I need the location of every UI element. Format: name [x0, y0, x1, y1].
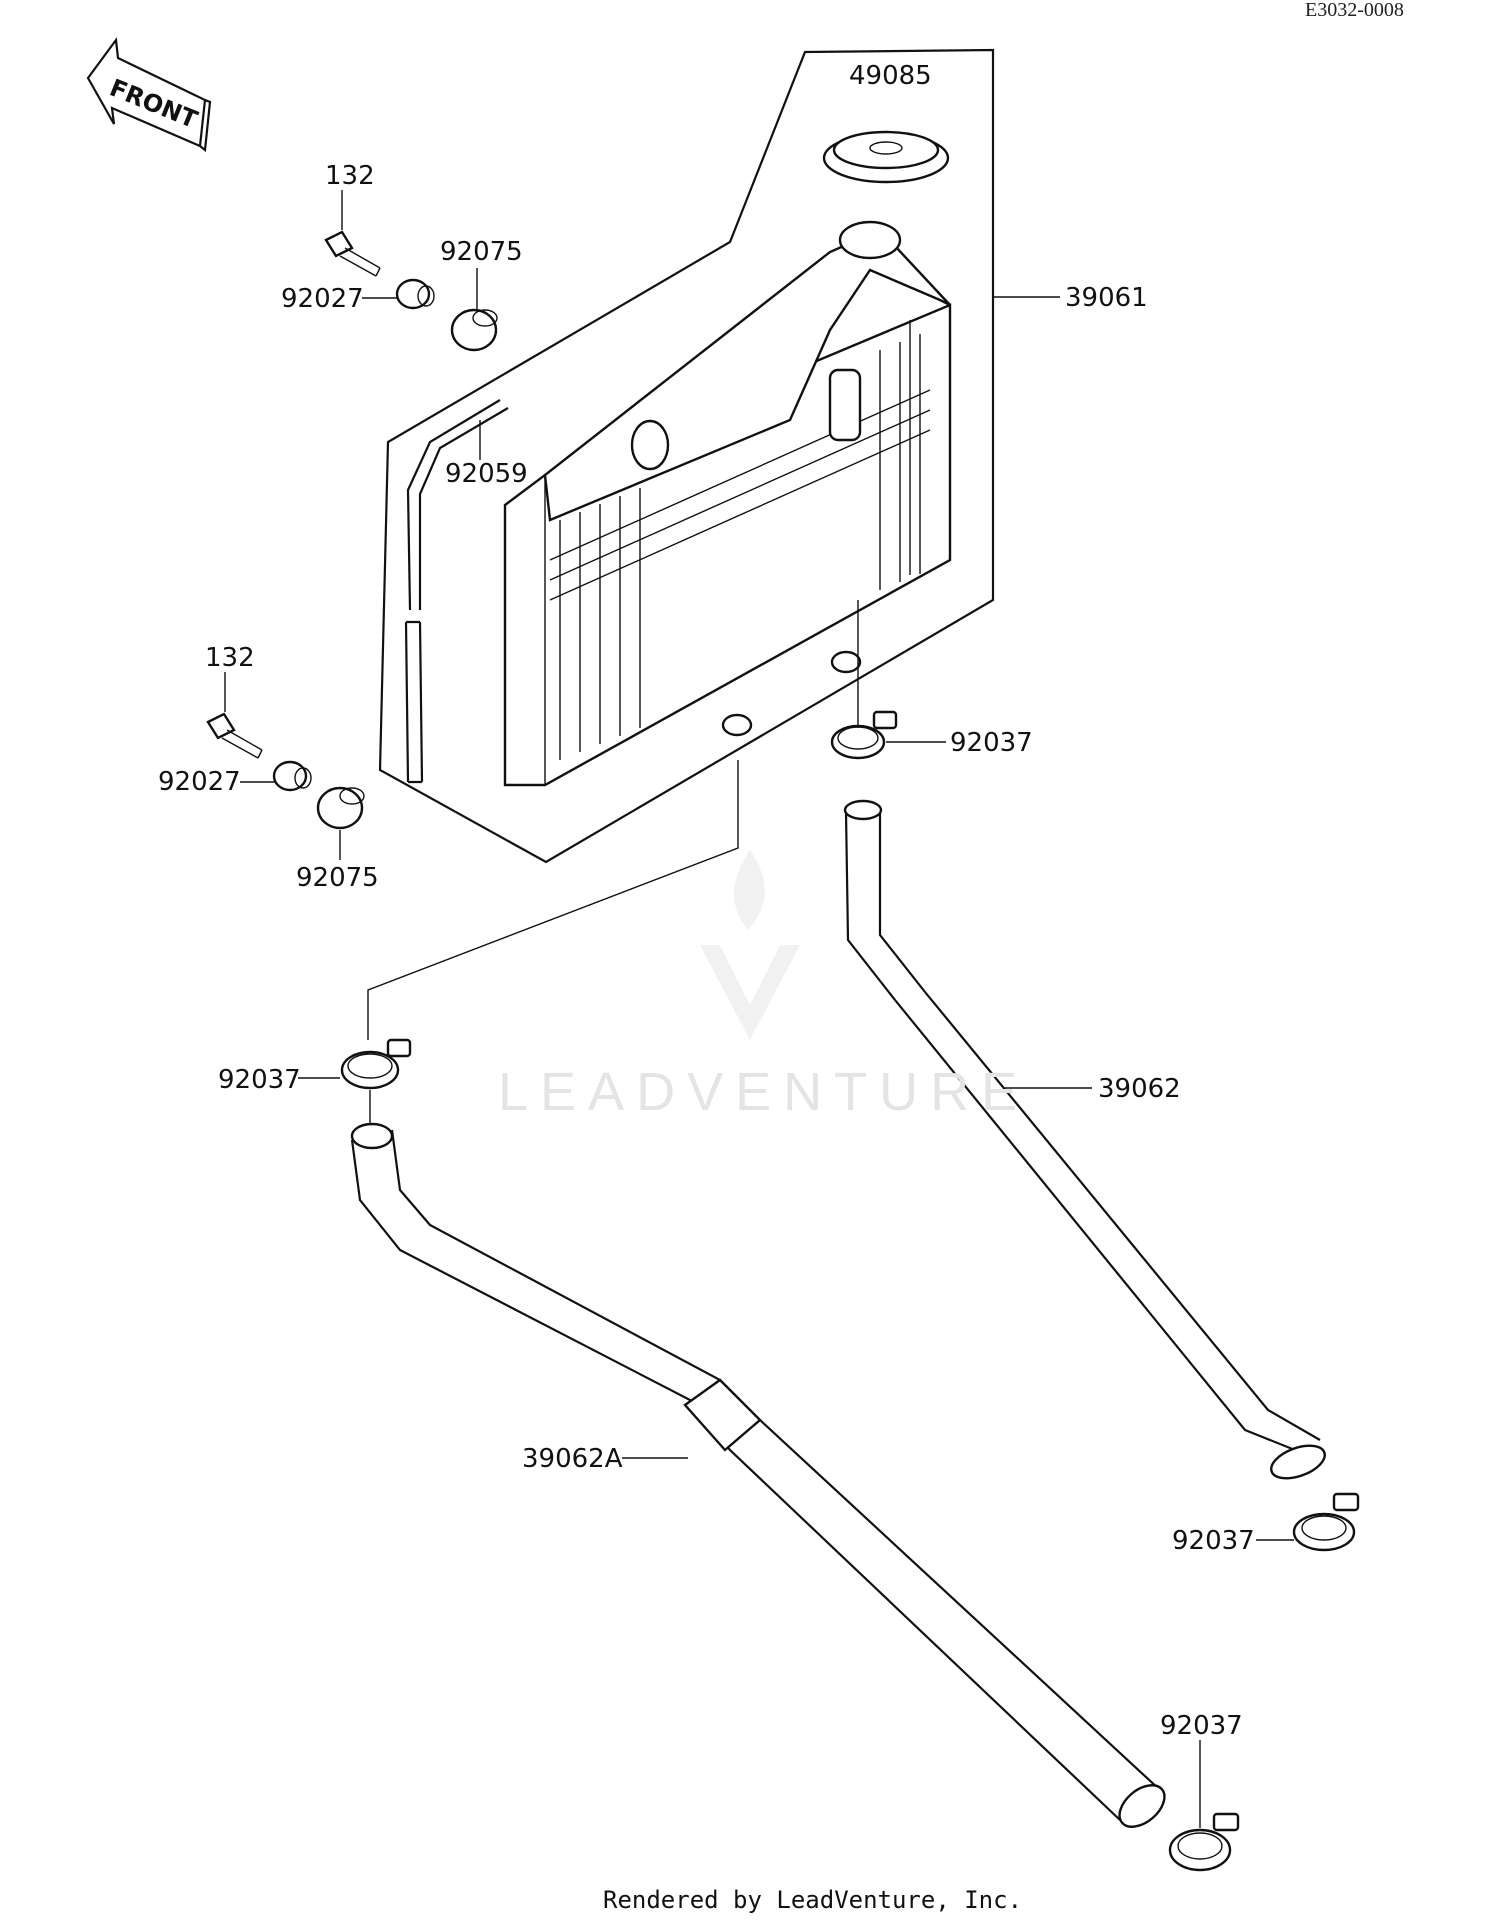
callout-132-top: 132	[325, 161, 375, 191]
hose-right	[843, 799, 1326, 1480]
callout-92027-bottom: 92027	[158, 767, 241, 797]
bolt-bottom	[206, 712, 263, 759]
bolt-top	[324, 230, 381, 277]
watermark-text: LEADVENTURE	[498, 1062, 1029, 1122]
callout-132-bottom: 132	[205, 643, 255, 673]
hose-clamp-left-end	[1168, 1812, 1240, 1872]
callout-92059: 92059	[445, 459, 528, 489]
reference-code: E3032-0008	[1305, 0, 1404, 21]
front-arrow-icon: FRONT	[86, 37, 212, 153]
callout-92075-bottom: 92075	[296, 863, 379, 893]
callout-92075-top: 92075	[440, 237, 523, 267]
collar-top	[395, 278, 435, 310]
hose-left	[350, 1122, 1166, 1828]
callout-39061: 39061	[1065, 283, 1148, 313]
hose-clamp-right-end	[1292, 1492, 1360, 1552]
radiator-cap	[822, 130, 950, 184]
hose-clamp-radiator	[830, 710, 898, 760]
overflow-tube	[404, 399, 509, 784]
callout-92037-left-end: 92037	[1160, 1711, 1243, 1741]
callout-92037-radiator: 92037	[950, 728, 1033, 758]
callout-92037-right-end: 92037	[1172, 1526, 1255, 1556]
hose-clamp-left	[340, 1038, 412, 1090]
collar-bottom	[272, 760, 312, 792]
grommet-top	[450, 308, 498, 352]
callout-49085: 49085	[849, 61, 932, 91]
grommet-bottom	[316, 786, 365, 830]
callout-39062: 39062	[1098, 1074, 1181, 1104]
callout-92027-top: 92027	[281, 284, 364, 314]
callout-39062A: 39062A	[522, 1444, 623, 1474]
footer-credit: Rendered by LeadVenture, Inc.	[603, 1886, 1022, 1914]
watermark-logo-icon	[700, 850, 800, 1040]
assembly-boundary	[378, 48, 995, 864]
callout-92037-left: 92037	[218, 1065, 301, 1095]
leader-outlet-to-clamp	[367, 760, 739, 1040]
radiator-core	[503, 220, 952, 787]
